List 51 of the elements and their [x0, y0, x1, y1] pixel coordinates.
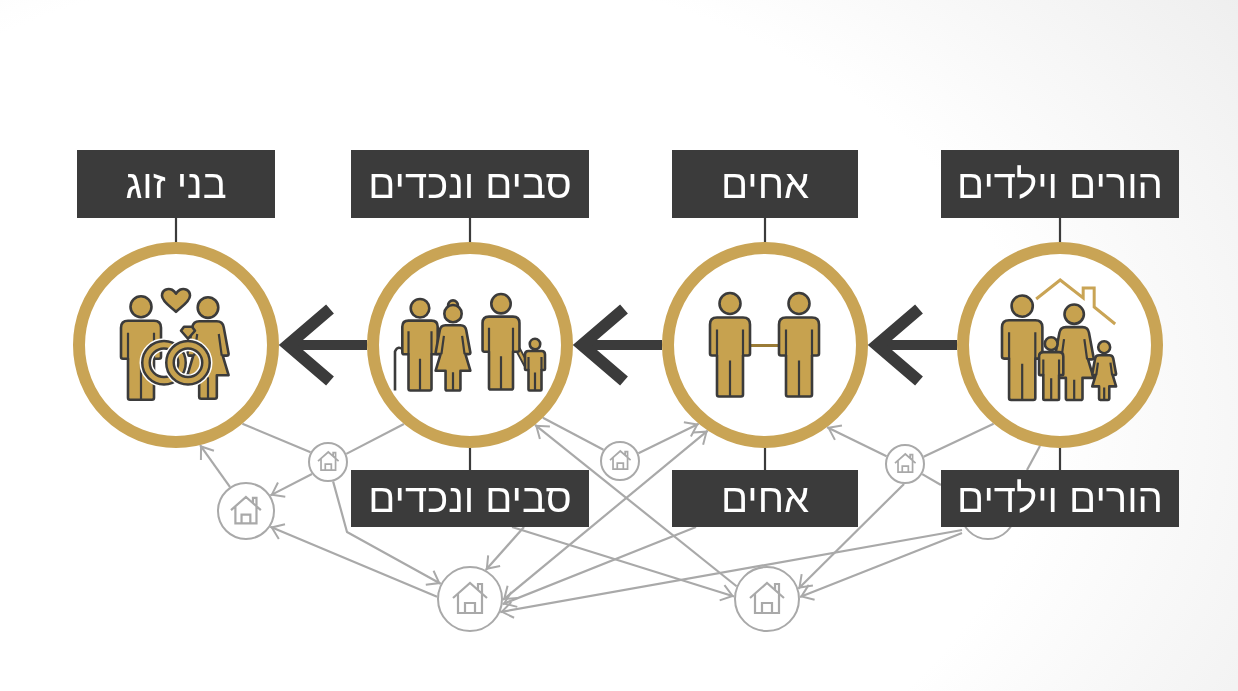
connector-line [174, 218, 178, 242]
label-panel [351, 150, 589, 218]
connector-line [345, 423, 405, 455]
label-panel [941, 150, 1179, 218]
label-text: סבים ונכדים [368, 161, 572, 207]
arrow [269, 473, 313, 498]
circle-outline [962, 527, 1014, 542]
arrow [199, 444, 231, 488]
connector-line [1026, 445, 1041, 471]
arrow [826, 424, 888, 458]
connector-line [468, 448, 472, 470]
circle-frame [308, 442, 348, 482]
connector-line [542, 416, 604, 451]
arrow [502, 525, 697, 608]
connector-line [921, 473, 942, 486]
connector-line [1058, 218, 1062, 242]
thick-arrow [576, 303, 662, 387]
arrow [502, 429, 709, 601]
thick-arrow [282, 303, 367, 387]
label-text: סבים ונכדים [368, 476, 572, 521]
arrow [484, 526, 525, 571]
connector-line [1058, 448, 1062, 470]
label-text: אחים [720, 161, 810, 207]
circle-frame [734, 566, 800, 632]
arrow [637, 421, 700, 455]
arrow [797, 483, 905, 590]
circle-frame [600, 441, 640, 481]
label-panel [672, 150, 858, 218]
label-panel [351, 470, 589, 527]
label-text: בני זוג [125, 161, 227, 207]
label-text: הורים וילדים [957, 161, 1163, 207]
connector-line [763, 448, 767, 470]
connector-line [241, 422, 311, 454]
arrow [534, 424, 738, 588]
connector-line [763, 218, 767, 242]
label-text: אחים [720, 476, 810, 521]
label-panel [672, 470, 858, 527]
label-panel [77, 150, 275, 218]
label-text: הורים וילדים [957, 476, 1163, 521]
label-panel [941, 470, 1179, 527]
connector-line [923, 422, 995, 458]
circle-frame [217, 482, 275, 540]
thick-arrow [871, 303, 957, 387]
arrow [511, 525, 735, 602]
connector-line [468, 218, 472, 242]
arrow [332, 481, 442, 586]
arrow [799, 531, 963, 601]
circle-frame [437, 566, 503, 632]
circle-frame [885, 444, 925, 484]
arrow [500, 528, 963, 619]
arrow [269, 523, 438, 598]
